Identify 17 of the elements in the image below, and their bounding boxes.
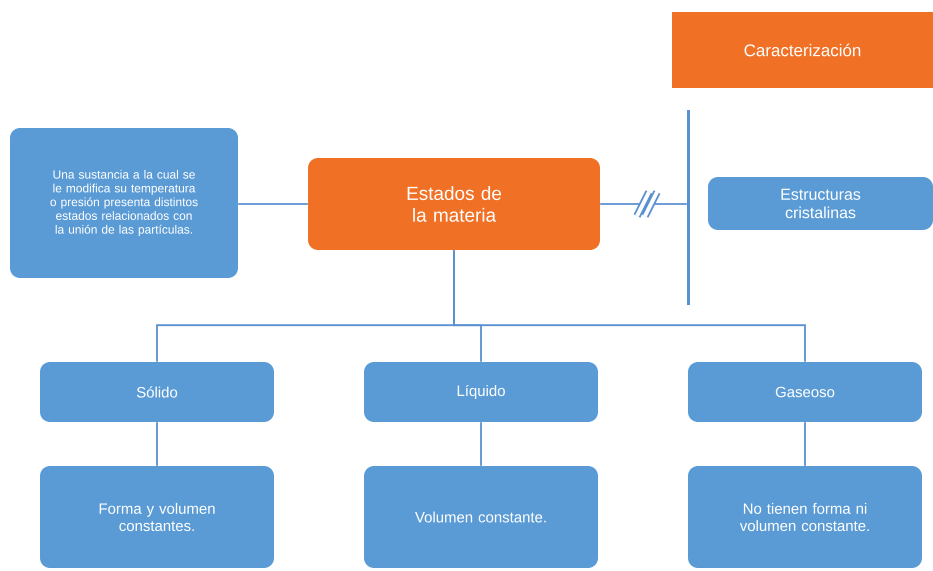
connector — [600, 203, 687, 205]
connector — [453, 250, 806, 362]
concept-box: Estructuras cristalinas — [708, 177, 933, 230]
property-box: Forma y volumen constantes. — [40, 466, 274, 568]
state-box: Sólido — [40, 362, 274, 422]
state-box: Gaseoso — [688, 362, 922, 422]
connector — [480, 422, 482, 466]
property-box: Volumen constante. — [364, 466, 598, 568]
description-box: Una sustancia a la cual se le modifica su temperatura o presión presenta distintos estados relacionados con la unión de las partículas. — [10, 128, 238, 278]
connector — [804, 422, 806, 466]
property-box: No tienen forma ni volumen constante. — [688, 466, 922, 568]
connector — [156, 422, 158, 466]
heading-box: Caracterización — [672, 12, 933, 88]
connector — [238, 203, 308, 205]
main-concept-box: Estados de la materia — [308, 158, 600, 250]
vertical-bar — [687, 110, 690, 305]
state-box: Líquido — [364, 362, 598, 422]
